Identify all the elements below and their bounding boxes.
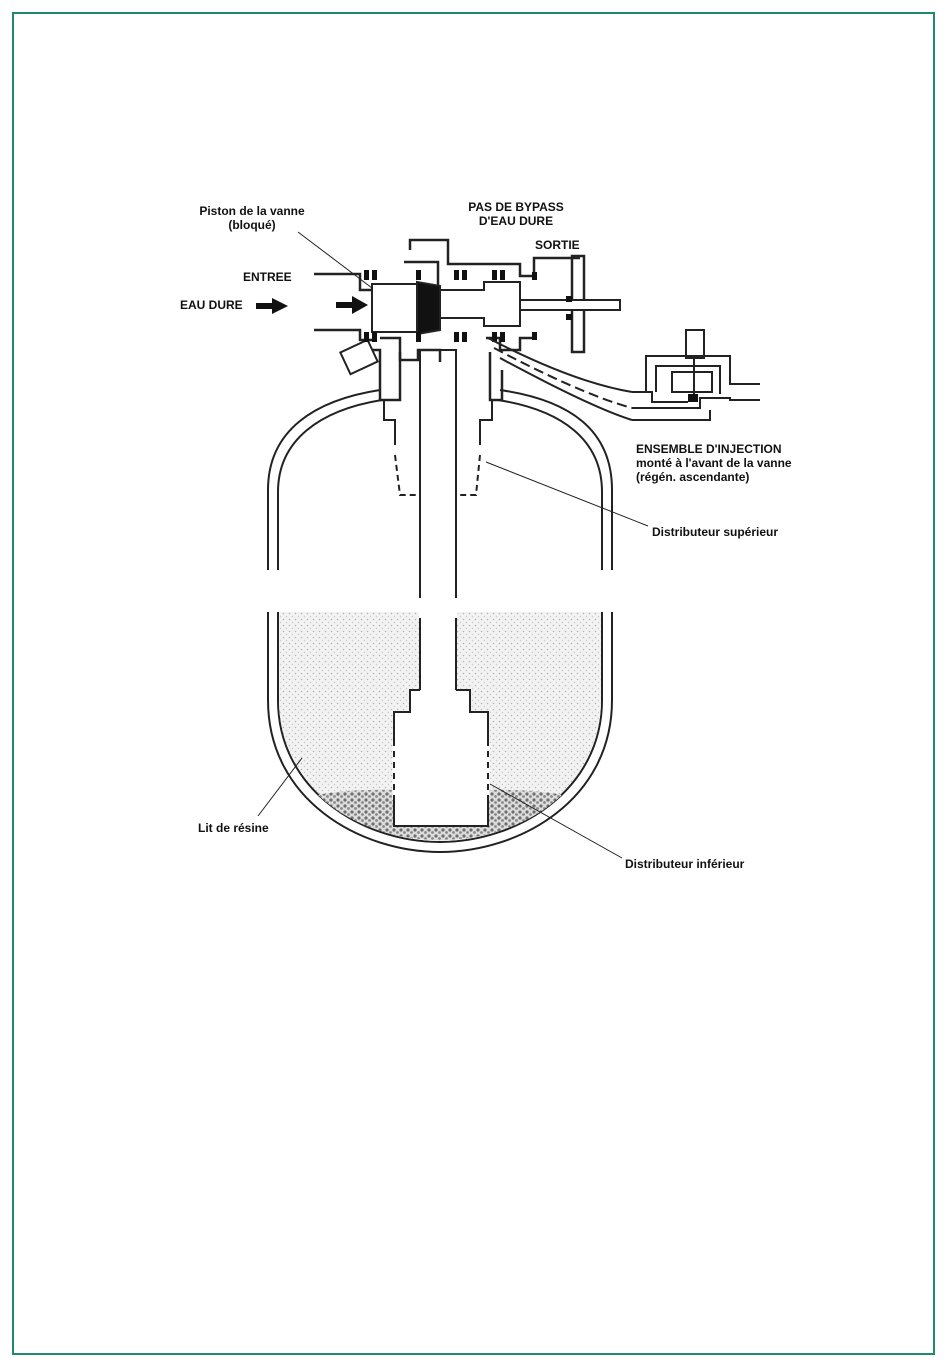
- label-resin-bed: Lit de résine: [198, 821, 269, 835]
- brine-port: [340, 340, 377, 374]
- label-piston-line2: (bloqué): [188, 218, 316, 232]
- riser-tube: [420, 350, 456, 710]
- label-outlet: SORTIE: [535, 238, 580, 252]
- flow-arrows: [256, 296, 368, 314]
- label-injection-assembly: ENSEMBLE D'INJECTION monté à l'avant de …: [636, 442, 792, 484]
- label-upper-distributor: Distributeur supérieur: [652, 525, 778, 539]
- injector-assembly: [632, 330, 760, 420]
- label-no-bypass-line1: PAS DE BYPASS: [456, 200, 576, 214]
- label-hard-water: EAU DURE: [180, 298, 243, 312]
- label-lower-distributor: Distributeur inférieur: [625, 857, 744, 871]
- label-no-bypass: PAS DE BYPASS D'EAU DURE: [456, 200, 576, 228]
- label-injection-line1: ENSEMBLE D'INJECTION: [636, 442, 792, 456]
- label-inlet: ENTREE: [243, 270, 292, 284]
- label-no-bypass-line2: D'EAU DURE: [456, 214, 576, 228]
- label-injection-line3: (régén. ascendante): [636, 470, 792, 484]
- label-injection-line2: monté à l'avant de la vanne: [636, 456, 792, 470]
- label-piston: Piston de la vanne (bloqué): [188, 204, 316, 232]
- label-piston-line1: Piston de la vanne: [188, 204, 316, 218]
